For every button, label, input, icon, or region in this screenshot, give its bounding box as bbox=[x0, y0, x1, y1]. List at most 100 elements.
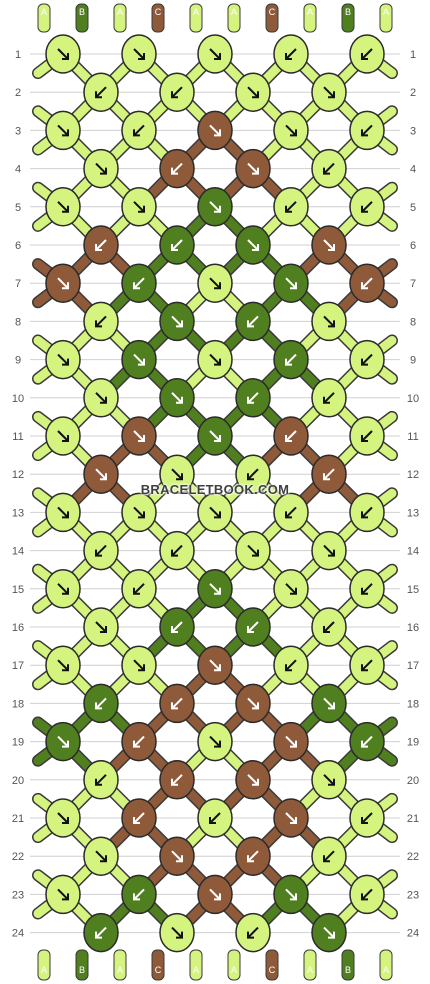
knot-arrow-head bbox=[361, 53, 368, 60]
knot-arrow bbox=[133, 659, 145, 671]
knot-arrow-head bbox=[62, 893, 69, 901]
knot-arrow bbox=[361, 124, 373, 137]
knot-arrow-head bbox=[290, 129, 297, 137]
row-number-left: 16 bbox=[12, 622, 24, 634]
knot-arrow-head bbox=[62, 664, 69, 672]
knot-arrow bbox=[171, 239, 183, 251]
knot-arrow bbox=[209, 277, 221, 289]
knot-arrow bbox=[209, 124, 221, 137]
knot-arrow-head bbox=[133, 587, 140, 595]
knot-arrow-head bbox=[361, 664, 368, 672]
knot-arrow-head bbox=[361, 740, 368, 748]
row-number-left: 8 bbox=[15, 316, 21, 328]
knot-arrow bbox=[209, 430, 221, 442]
knot-arrow bbox=[133, 353, 145, 366]
knot-arrow-head bbox=[247, 855, 254, 863]
knot-arrow-head bbox=[95, 549, 102, 557]
knot-arrow-head bbox=[328, 702, 335, 710]
knot-arrow-head bbox=[95, 931, 102, 939]
row-number-left: 5 bbox=[15, 202, 21, 214]
strand-end-top-letter: A bbox=[231, 7, 237, 17]
knot-arrow bbox=[133, 48, 145, 60]
knot-arrow-head bbox=[252, 91, 259, 99]
row-number-right: 19 bbox=[407, 737, 419, 749]
knot-arrow bbox=[285, 659, 297, 671]
knot-arrow bbox=[323, 774, 335, 786]
knot-arrow bbox=[361, 506, 373, 519]
knot-arrow bbox=[209, 735, 221, 748]
knot-arrow bbox=[285, 735, 297, 748]
knot-arrow bbox=[247, 544, 259, 557]
knot-arrow bbox=[171, 162, 183, 175]
knot-arrow bbox=[285, 888, 297, 901]
row-number-right: 7 bbox=[410, 278, 416, 290]
knot-arrow bbox=[171, 621, 183, 633]
row-number-right: 23 bbox=[407, 889, 419, 901]
row-number-left: 1 bbox=[15, 49, 21, 61]
knot-arrow-head bbox=[171, 244, 178, 251]
knot-arrow-head bbox=[214, 129, 221, 137]
strand-end-top-letter: B bbox=[79, 7, 85, 17]
knot-arrow bbox=[361, 583, 373, 595]
row-number-right: 13 bbox=[407, 507, 419, 519]
knot-arrow-head bbox=[285, 664, 292, 672]
knot-arrow bbox=[57, 353, 69, 366]
knot-arrow bbox=[361, 735, 373, 748]
knot-arrow-head bbox=[323, 473, 330, 481]
strand-end-top-letter: C bbox=[155, 7, 162, 17]
knot-arrow bbox=[209, 48, 221, 60]
knot-arrow-head bbox=[62, 358, 69, 366]
knot-arrow-head bbox=[290, 817, 297, 824]
knot-arrow-head bbox=[171, 626, 178, 633]
knot-arrow-head bbox=[285, 435, 292, 442]
strand-end-bottom-letter: C bbox=[155, 965, 162, 975]
knots bbox=[45, 34, 385, 953]
strand-end-top-letter: A bbox=[193, 7, 199, 17]
knot-arrow bbox=[361, 48, 373, 60]
strand-end-top-letter: A bbox=[41, 7, 47, 17]
strand-end-bottom bbox=[37, 949, 51, 981]
knot-arrow-head bbox=[361, 282, 368, 290]
knot-arrow bbox=[57, 659, 69, 671]
knot-arrow bbox=[247, 392, 259, 404]
knot-arrow-head bbox=[361, 205, 368, 213]
knot-arrow bbox=[171, 544, 183, 557]
row-number-left: 15 bbox=[12, 584, 24, 596]
knot-arrow-head bbox=[214, 893, 221, 901]
knot-arrow-head bbox=[138, 511, 145, 519]
knot-arrow-head bbox=[252, 244, 259, 251]
knot-arrow-head bbox=[133, 282, 140, 290]
row-number-right: 8 bbox=[410, 316, 416, 328]
knot-arrow bbox=[57, 48, 69, 60]
knot-arrow-head bbox=[252, 549, 259, 557]
knot-arrow bbox=[247, 468, 259, 480]
knot-arrow bbox=[323, 468, 335, 480]
knot-arrow-head bbox=[214, 282, 221, 290]
knot-arrow-head bbox=[247, 396, 254, 404]
knot-arrow-head bbox=[171, 91, 178, 99]
knot-arrow-head bbox=[328, 320, 335, 328]
row-number-left: 14 bbox=[12, 546, 24, 558]
knot-arrow-head bbox=[62, 511, 69, 519]
knot-arrow bbox=[95, 544, 107, 557]
knot-arrow-head bbox=[247, 320, 254, 328]
knot-arrow bbox=[323, 544, 335, 557]
knot-arrow-head bbox=[323, 167, 330, 175]
knot-arrow-head bbox=[290, 282, 297, 290]
strand-end-bottom-letter: A bbox=[117, 965, 123, 975]
knot-arrow-head bbox=[176, 320, 183, 328]
knot-arrow-head bbox=[176, 931, 183, 939]
row-number-left: 21 bbox=[12, 813, 24, 825]
knot-arrow-head bbox=[171, 167, 178, 175]
strand-end-top bbox=[75, 3, 89, 33]
knot-arrow-head bbox=[133, 893, 140, 901]
strand-end-top-letter: A bbox=[117, 7, 123, 17]
row-number-left: 19 bbox=[12, 737, 24, 749]
knot-arrow bbox=[361, 888, 373, 901]
knot-arrow-head bbox=[62, 282, 69, 290]
knot-arrow bbox=[247, 926, 259, 939]
strand-end-bottom-letter: B bbox=[79, 965, 85, 975]
